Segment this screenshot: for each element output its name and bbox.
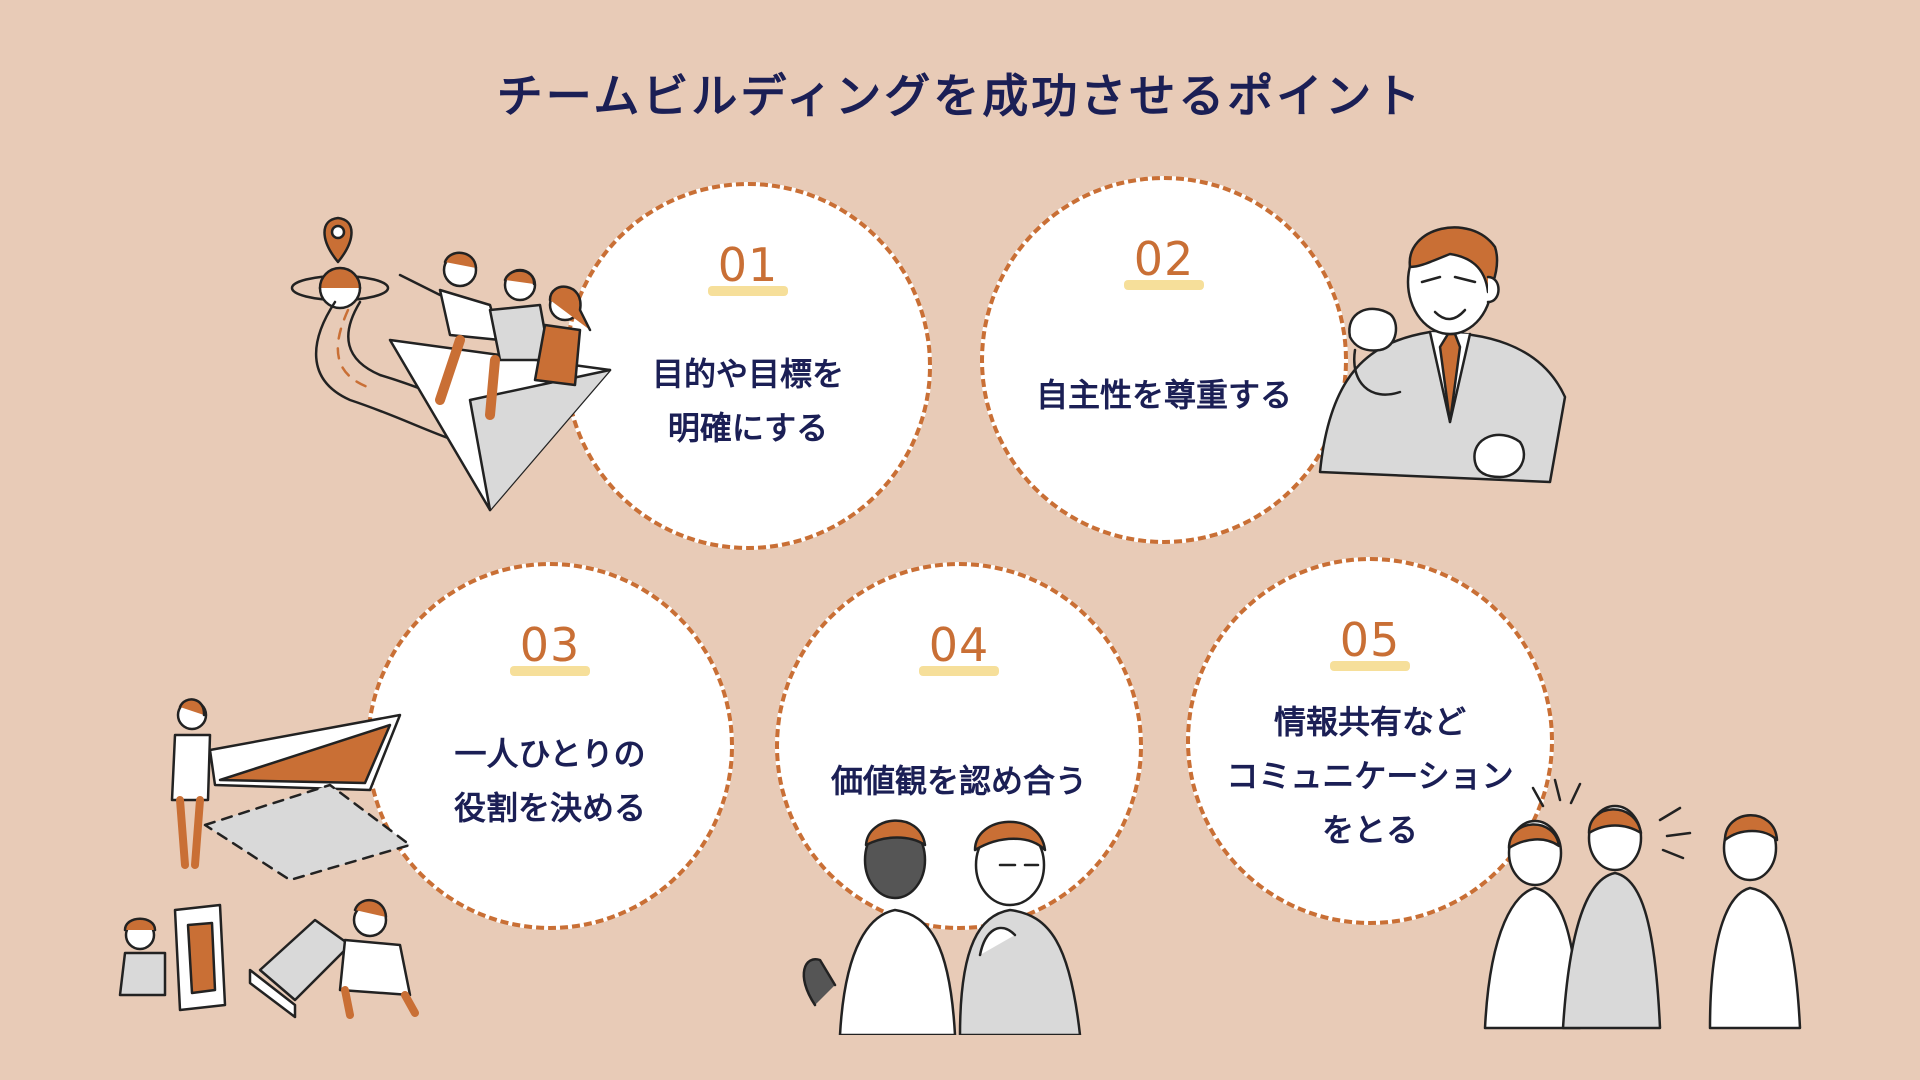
- point-number: 03: [519, 618, 581, 672]
- number-highlight: [510, 666, 590, 676]
- point-label: 一人ひとりの 役割を決める: [453, 735, 646, 827]
- number-highlight: [708, 286, 788, 296]
- point-01: 01 目的や目標を 明確にする: [564, 182, 932, 550]
- page-title: チームビルディングを成功させるポイント: [496, 69, 1424, 123]
- point-05: 05 情報共有など コミュニケーション をとる: [1186, 557, 1554, 925]
- point-label: 目的や目標を 明確にする: [651, 355, 844, 447]
- paper-plane-team-illustration: [290, 216, 612, 512]
- number-highlight: [1124, 280, 1204, 290]
- point-number: 04: [928, 618, 990, 672]
- point-number: 02: [1133, 232, 1195, 286]
- point-label: 価値観を認め合う: [830, 762, 1087, 800]
- point-label: 自主性を尊重する: [1035, 376, 1292, 414]
- number-highlight: [1330, 661, 1410, 671]
- point-label: 情報共有など コミュニケーション をとる: [1226, 703, 1514, 849]
- communication-illustration: [1483, 778, 1802, 1030]
- point-03: 03 一人ひとりの 役割を決める: [366, 562, 734, 930]
- businessman-illustration: [1318, 226, 1567, 484]
- point-number: 05: [1339, 613, 1401, 667]
- number-highlight: [919, 666, 999, 676]
- point-number: 01: [717, 238, 779, 292]
- point-04: 04 価値観を認め合う: [775, 562, 1143, 930]
- point-02: 02 自主性を尊重する: [980, 176, 1348, 544]
- team-roles-illustration: [118, 698, 419, 1019]
- two-men-talking-illustration: [802, 819, 1082, 1035]
